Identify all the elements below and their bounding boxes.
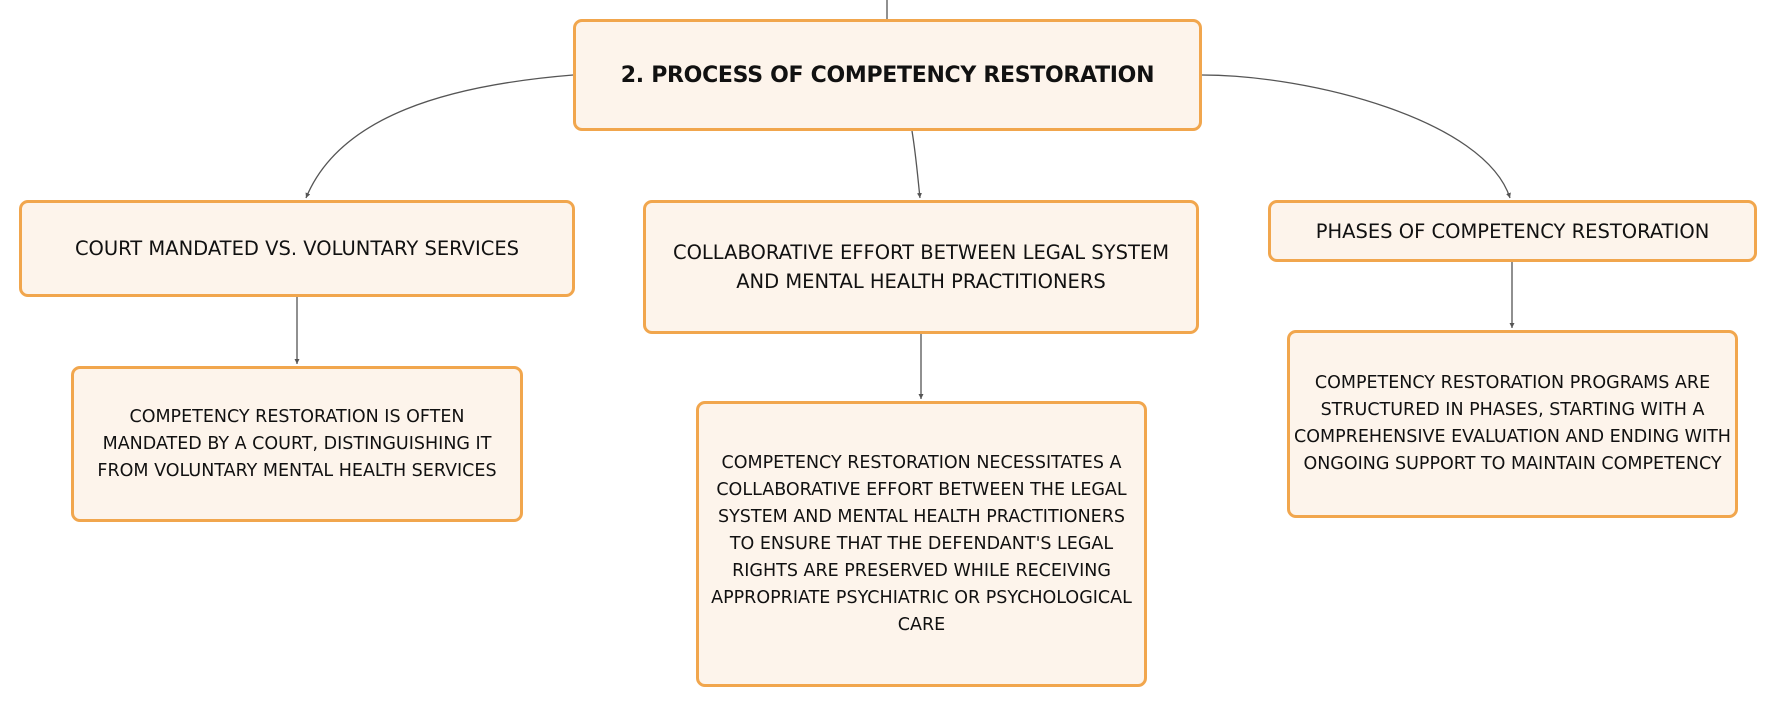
detail-node-phases[interactable]: COMPETENCY RESTORATION PROGRAMS ARE STRU…	[1287, 330, 1738, 518]
branch-node-label: COLLABORATIVE EFFORT BETWEEN LEGAL SYSTE…	[672, 241, 1170, 293]
detail-node-text: COMPETENCY RESTORATION NECESSITATES A CO…	[711, 452, 1132, 635]
detail-node-text: COMPETENCY RESTORATION IS OFTEN MANDATED…	[97, 406, 497, 481]
connector-root-to-collaborative-effort	[911, 130, 922, 199]
branch-node-court-mandated[interactable]: COURT MANDATED VS. VOLUNTARY SERVICES	[19, 200, 575, 297]
detail-node-court-mandated[interactable]: COMPETENCY RESTORATION IS OFTEN MANDATED…	[71, 366, 523, 522]
branch-node-phases[interactable]: PHASES OF COMPETENCY RESTORATION	[1268, 200, 1757, 262]
branch-node-collaborative-effort[interactable]: COLLABORATIVE EFFORT BETWEEN LEGAL SYSTE…	[643, 200, 1199, 334]
root-node-label: 2. PROCESS OF COMPETENCY RESTORATION	[620, 62, 1155, 88]
connector-root-to-court-mandated	[305, 74, 574, 199]
root-node[interactable]: 2. PROCESS OF COMPETENCY RESTORATION	[573, 19, 1202, 131]
detail-node-collaborative-effort[interactable]: COMPETENCY RESTORATION NECESSITATES A CO…	[696, 401, 1147, 687]
connector-root-to-phases	[1201, 74, 1511, 199]
branch-node-label: PHASES OF COMPETENCY RESTORATION	[1315, 219, 1710, 243]
detail-node-text: COMPETENCY RESTORATION PROGRAMS ARE STRU…	[1294, 373, 1731, 474]
branch-node-label: COURT MANDATED VS. VOLUNTARY SERVICES	[74, 237, 520, 260]
